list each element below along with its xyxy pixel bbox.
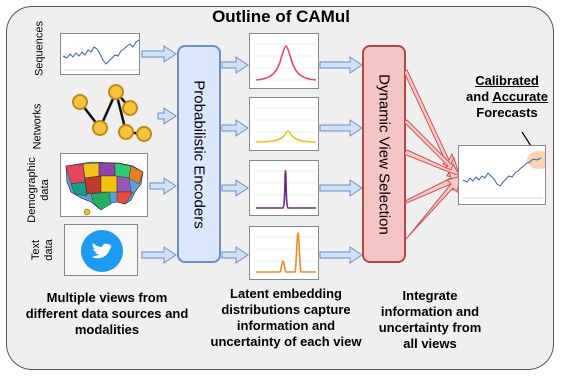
gaussian-narrow-icon bbox=[256, 169, 316, 209]
forecast-chart-icon bbox=[462, 151, 545, 199]
network-graph-icon bbox=[72, 84, 152, 142]
and-word: and bbox=[466, 89, 490, 104]
view-label-text: Text data bbox=[30, 239, 55, 261]
sequence-thumbnail bbox=[60, 33, 140, 75]
encoder-to-latent-arrows bbox=[221, 56, 249, 264]
caption-integrate: Integrate information and uncertainty fr… bbox=[378, 288, 482, 351]
accurate-word: Accurate bbox=[492, 89, 548, 104]
forecasts-word: Forecasts bbox=[476, 105, 538, 120]
selection-label: Dynamic View Selection bbox=[375, 74, 393, 235]
view-label-demographic: Demographic data bbox=[26, 157, 51, 223]
line-chart-icon bbox=[62, 39, 139, 71]
gaussian-medium-icon bbox=[255, 107, 317, 143]
forecast-chart bbox=[458, 145, 546, 205]
demographic-thumbnail bbox=[60, 153, 148, 217]
latent-distribution-4 bbox=[249, 226, 319, 280]
caption-latent: Latent embedding distributions capture i… bbox=[210, 286, 362, 349]
latent-distribution-1 bbox=[249, 33, 319, 89]
text-thumbnail bbox=[64, 224, 138, 276]
latent-to-selection-arrows bbox=[319, 56, 363, 264]
calibrated-word: Calibrated bbox=[475, 73, 539, 88]
us-map-icon bbox=[65, 161, 144, 216]
probabilistic-encoders-box: Probabilistic Encoders bbox=[177, 45, 221, 263]
view-label-sequences: Sequences bbox=[33, 20, 46, 77]
gaussian-wide-icon bbox=[255, 43, 317, 81]
view-label-networks: Networks bbox=[31, 103, 44, 150]
encoder-label: Probabilistic Encoders bbox=[190, 80, 208, 229]
dynamic-view-selection-box: Dynamic View Selection bbox=[362, 45, 406, 263]
bimodal-distribution-icon bbox=[256, 232, 316, 273]
diagram-title: Outline of CAMul bbox=[212, 7, 350, 26]
twitter-icon bbox=[81, 230, 123, 272]
latent-distribution-3 bbox=[249, 160, 319, 216]
latent-distribution-2 bbox=[249, 97, 319, 151]
caption-views: Multiple views from different data sourc… bbox=[25, 290, 189, 337]
result-label: Calibrated and Accurate Forecasts bbox=[455, 73, 559, 121]
view-to-encoder-arrows bbox=[141, 45, 177, 264]
selection-to-forecast-arrows bbox=[405, 69, 462, 241]
